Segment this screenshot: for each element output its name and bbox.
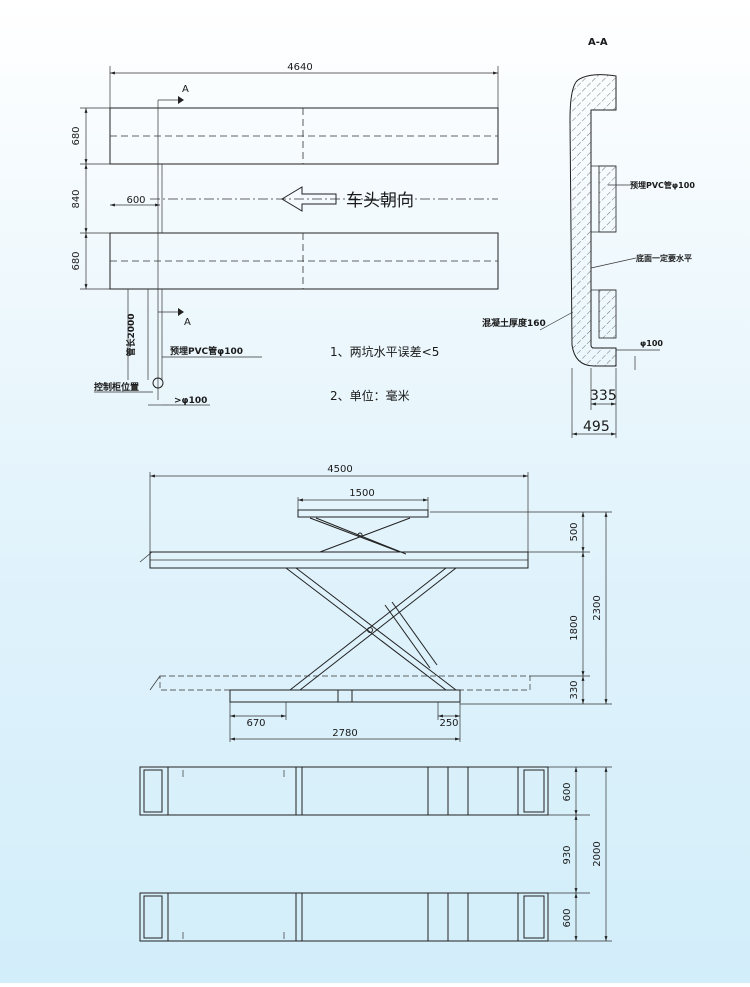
base-frame [229, 689, 461, 703]
top-platform [297, 509, 429, 518]
bottom-view: 600 930 600 2000 [139, 766, 612, 942]
section-title: A-A [588, 37, 608, 48]
bottom-rail-top [139, 766, 549, 816]
dim-side-base-right: 250 [439, 718, 458, 729]
dim-plan-length: 4640 [287, 62, 312, 73]
dim-bottom-total: 2000 [592, 841, 603, 866]
dim-section-inner: 335 [590, 388, 617, 404]
dim-side-upper: 500 [569, 522, 580, 541]
note-1: 1、两坑水平误差<5 [330, 344, 439, 359]
dim-plan-rail-1: 680 [71, 126, 82, 145]
section-diameter-label: φ100 [640, 339, 663, 348]
direction-label: 车头朝向 [346, 191, 414, 211]
section-pvc-label: 预埋PVC管φ100 [630, 180, 695, 190]
concrete-label: 混凝土厚度160 [482, 317, 546, 329]
dim-side-base-total: 2780 [332, 728, 357, 739]
plan-view: 4640 680 840 680 600 A A [71, 62, 499, 406]
section-view: A-A 预埋PVC管φ100 底面一定要水平 混凝土厚度160 φ100 335… [482, 37, 695, 438]
notes: 1、两坑水平误差<5 2、单位：毫米 [330, 344, 439, 403]
dim-side-top: 1500 [349, 488, 374, 499]
plan-pvc-label: 预埋PVC管φ100 [170, 345, 243, 357]
dim-side-length: 4500 [327, 464, 352, 475]
dim-plan-rail-2: 680 [71, 251, 82, 270]
note-2: 2、单位：毫米 [330, 388, 410, 403]
dim-side-base-left: 670 [246, 718, 265, 729]
bottom-rail-bottom [139, 892, 549, 942]
dim-plan-offset: 600 [126, 195, 145, 206]
dim-side-height: 2300 [592, 595, 603, 620]
concrete-wall [569, 74, 617, 367]
dim-plan-gap: 840 [71, 189, 82, 208]
dim-side-lift: 1800 [569, 615, 580, 640]
side-view: 4500 1500 [139, 464, 612, 742]
section-level-label: 底面一定要水平 [635, 253, 692, 263]
dim-side-lower: 330 [569, 680, 580, 699]
lower-platform-outline [159, 675, 531, 691]
dim-bottom-rail-1: 600 [562, 782, 573, 801]
dim-bottom-rail-2: 600 [562, 908, 573, 927]
direction-arrow-icon [281, 186, 337, 212]
section-mark-top: A [182, 84, 189, 95]
plan-diameter-label: >φ100 [174, 396, 207, 406]
control-box-label: 控制柜位置 [94, 381, 139, 393]
pipe-length-label: 管长2000 [125, 313, 137, 356]
section-mark-bottom: A [184, 317, 191, 328]
dim-bottom-gap: 930 [562, 845, 573, 864]
control-box-icon [152, 377, 164, 389]
dim-section-outer: 495 [583, 419, 610, 435]
